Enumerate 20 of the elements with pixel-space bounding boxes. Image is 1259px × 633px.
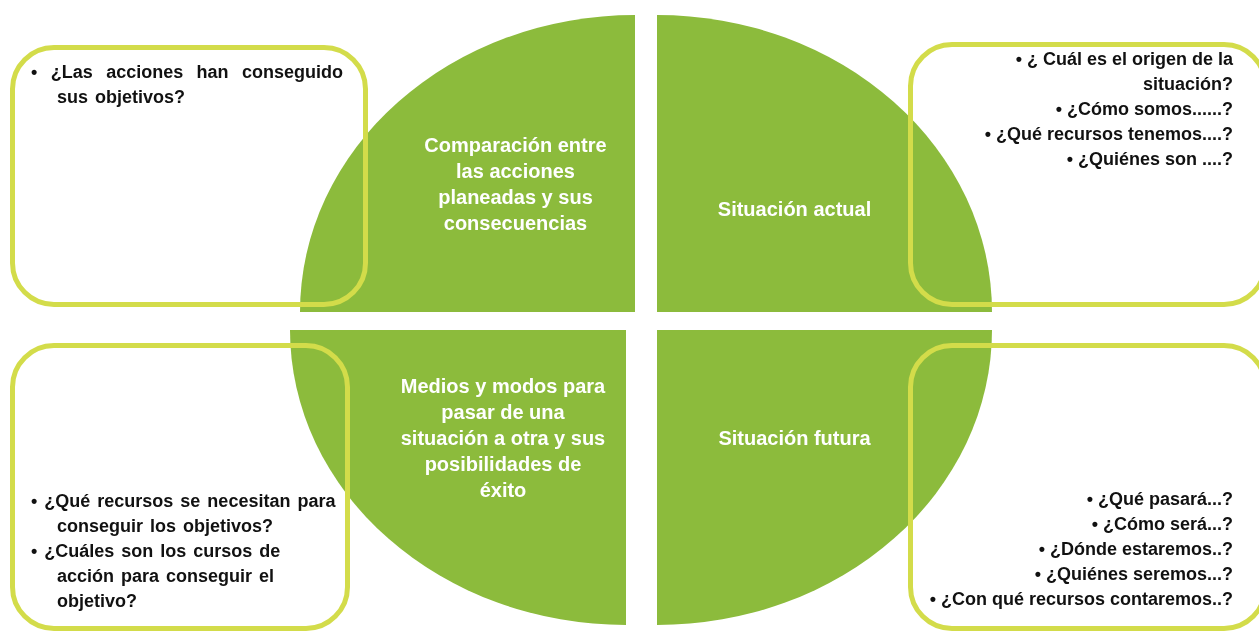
- segment-label: Situación actual: [717, 196, 872, 222]
- rounded-box: [908, 343, 1259, 631]
- bullet-question: • ¿Qué pasará...?: [1085, 488, 1233, 511]
- bullet-question: • ¿Qué recursos tenemos....?: [983, 123, 1233, 146]
- rounded-box: [10, 45, 368, 307]
- segment-label: Comparación entre las acciones planeadas y sus consecuencias: [423, 132, 608, 236]
- bullet-question: • ¿Las acciones han conseguido sus objetivos?: [31, 61, 343, 109]
- segment-label: Situación futura: [718, 425, 871, 451]
- bullet-question: • ¿Cómo será...?: [1090, 513, 1233, 536]
- rounded-box: [10, 343, 350, 631]
- bullet-question: • ¿Quiénes son ....?: [1065, 148, 1233, 171]
- bullet-question: • ¿Dónde estaremos..?: [1037, 538, 1233, 561]
- bullet-question: • ¿Cuáles son los cursos de acción para conseguir el objetivo?: [31, 540, 282, 613]
- segment-label: Medios y modos para pasar de una situación a otra y sus posibilidades de éxito: [400, 373, 606, 503]
- bullet-question: • ¿Qué recursos se necesitan para conseguir los objetivos?: [31, 490, 337, 538]
- bullet-question: • ¿Con qué recursos contaremos..?: [929, 588, 1233, 611]
- bullet-question: • ¿Cómo somos......?: [1054, 98, 1233, 121]
- bullet-question: • ¿ Cuál es el origen de la situación?: [1014, 48, 1233, 96]
- bullet-question: • ¿Quiénes seremos...?: [1033, 563, 1233, 586]
- rounded-box: [908, 42, 1259, 307]
